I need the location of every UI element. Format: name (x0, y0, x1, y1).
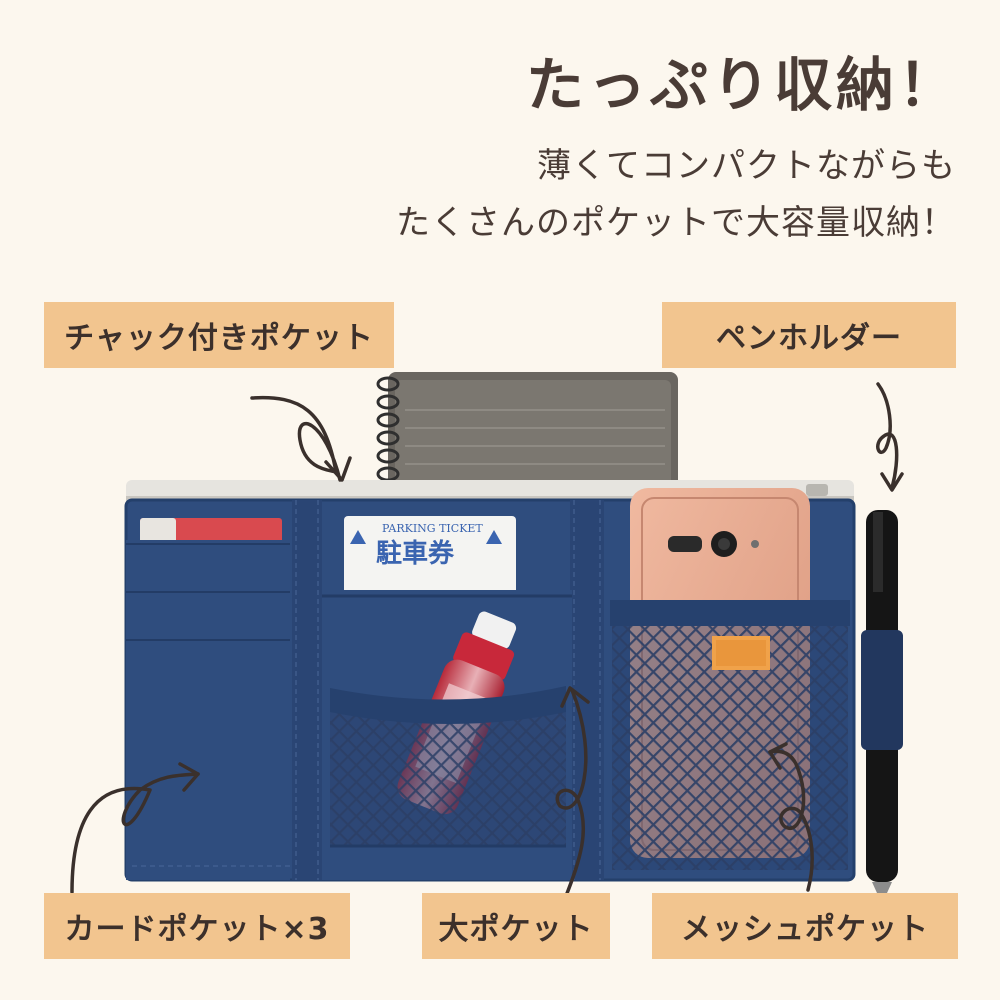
label-zip-pocket: チャック付きポケット (44, 302, 394, 368)
ticket-title: 駐車券 (376, 539, 455, 569)
center-mesh (330, 686, 566, 848)
arrow-mesh-pocket (768, 749, 814, 892)
parking-ticket (344, 516, 516, 600)
card-pocket-flaps (126, 540, 290, 880)
arrow-card-pocket (70, 772, 200, 894)
arrow-pen-holder (876, 382, 899, 490)
label-pen-holder: ペンホルダー (662, 302, 956, 368)
ticket-caption: PARKING TICKET (382, 522, 483, 535)
label-large-pocket: 大ポケット (422, 893, 610, 959)
subline-2: たくさんのポケットで大容量収納！ (396, 203, 956, 243)
right-mesh (610, 600, 850, 870)
arrow-zip-pocket-head (324, 456, 352, 482)
arrow-zip-pocket (250, 395, 342, 482)
notebook (376, 372, 678, 512)
label-mesh-pocket: メッシュポケット (652, 893, 958, 959)
arrow-mesh-pocket-head (768, 742, 788, 770)
arrow-large-pocket-head (560, 686, 590, 708)
pen (861, 510, 903, 904)
label-card-pocket: カードポケット×3 (44, 893, 350, 959)
arrow-pen-holder-head (880, 472, 904, 492)
arrow-card-pocket-head (178, 762, 200, 792)
subline-1: 薄くてコンパクトながらも (537, 146, 956, 186)
arrow-large-pocket (555, 688, 588, 898)
headline: たっぷり収納！ (525, 51, 960, 119)
